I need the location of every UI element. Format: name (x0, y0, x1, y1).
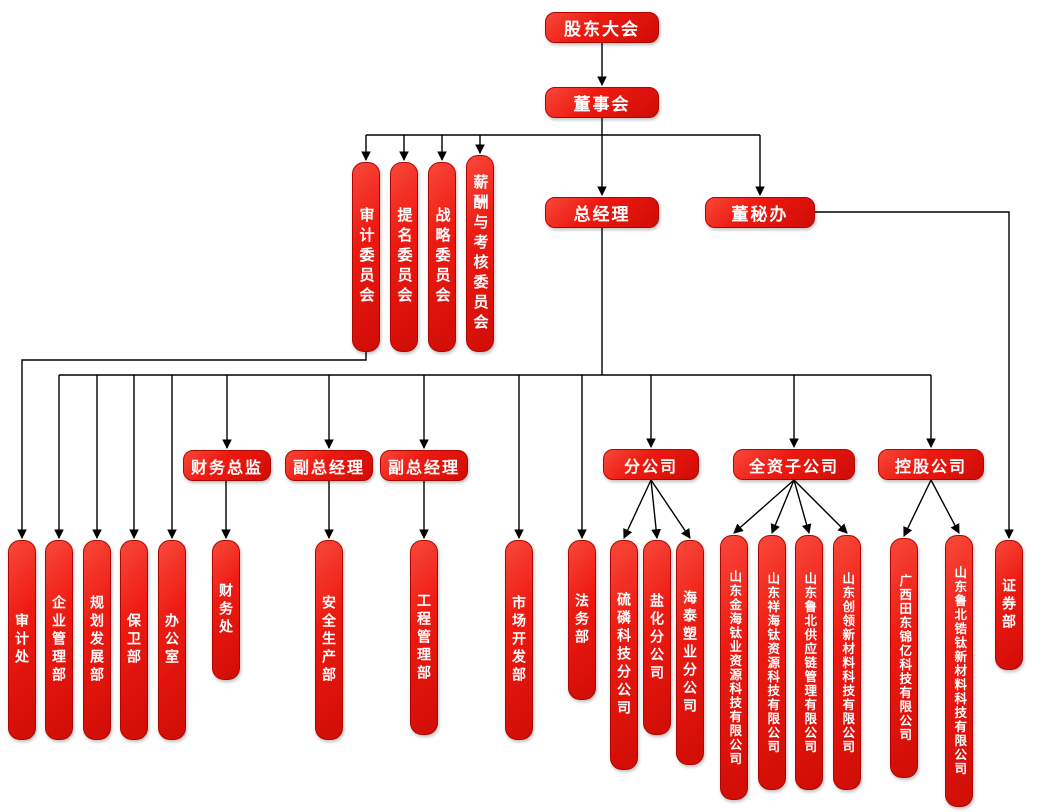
node-label: 战略委员会 (433, 207, 451, 307)
node-label: 山东祥海钛资源科技有限公司 (765, 571, 780, 754)
node-label: 总经理 (573, 205, 631, 224)
node-sulfur-phosphorus-branch: 硫磷科技分公司 (610, 540, 638, 770)
node-security-dept: 保卫部 (120, 540, 148, 740)
node-label: 董事会 (573, 95, 631, 114)
node-label: 盐化分公司 (649, 592, 665, 683)
node-holding-companies: 控股公司 (878, 449, 984, 480)
node-securities-dept: 证券部 (995, 540, 1023, 670)
node-label: 山东创领新材料科技有限公司 (840, 571, 855, 754)
node-label: 财务处 (218, 583, 234, 637)
node-label: 法务部 (574, 593, 590, 647)
node-finance-office: 财务处 (212, 540, 240, 680)
node-nomination-committee: 提名委员会 (390, 162, 418, 352)
node-label: 工程管理部 (416, 592, 432, 683)
node-market-development-dept: 市场开发部 (505, 540, 533, 740)
node-label: 安全生产部 (321, 595, 337, 685)
node-audit-committee: 审计委员会 (352, 162, 380, 352)
node-chuangling-materials-co: 山东创领新材料科技有限公司 (833, 535, 861, 790)
node-wholly-owned-subsidiaries: 全资子公司 (733, 449, 855, 480)
node-general-manager: 总经理 (545, 197, 659, 228)
node-label: 规划发展部 (89, 595, 105, 685)
node-label: 股东大会 (564, 20, 640, 39)
node-label: 市场开发部 (511, 595, 527, 685)
node-label: 分公司 (623, 458, 678, 476)
node-cfo: 财务总监 (183, 450, 271, 481)
node-label: 审计处 (14, 613, 30, 667)
node-label: 全资子公司 (748, 458, 839, 476)
node-safety-production-dept: 安全生产部 (315, 540, 343, 740)
node-label: 董秘办 (731, 205, 789, 224)
node-enterprise-management-dept: 企业管理部 (45, 540, 73, 740)
node-label: 审计委员会 (357, 207, 375, 307)
node-label: 海泰塑业分公司 (682, 589, 698, 716)
node-jinhai-titanium-co: 山东金海钛业资源科技有限公司 (720, 535, 748, 800)
node-xianghai-titanium-co: 山东祥海钛资源科技有限公司 (758, 535, 786, 790)
node-label: 硫磷科技分公司 (616, 592, 632, 718)
node-label: 副总经理 (292, 459, 365, 477)
node-board-of-directors: 董事会 (545, 87, 659, 118)
node-label: 山东鲁北供应链管理有限公司 (802, 571, 817, 754)
node-label: 控股公司 (894, 458, 967, 476)
node-label: 山东金海钛业资源科技有限公司 (727, 569, 742, 766)
node-board-secretary-office: 董秘办 (705, 197, 815, 228)
node-deputy-general-manager-1: 副总经理 (285, 450, 373, 481)
node-label: 办公室 (164, 613, 180, 667)
node-branch-companies: 分公司 (603, 449, 699, 480)
node-label: 山东鲁北锆钛新材料科技有限公司 (952, 566, 967, 776)
node-engineering-management-dept: 工程管理部 (410, 540, 438, 735)
node-remuneration-appraisal-committee: 薪酬与考核委员会 (466, 155, 494, 352)
node-lubei-supply-chain-co: 山东鲁北供应链管理有限公司 (795, 535, 823, 790)
node-label: 财务总监 (190, 459, 263, 477)
node-label: 薪酬与考核委员会 (471, 173, 489, 334)
node-audit-office: 审计处 (8, 540, 36, 740)
node-salt-chemical-branch: 盐化分公司 (643, 540, 671, 735)
node-shareholders-meeting: 股东大会 (545, 12, 659, 43)
node-planning-development-dept: 规划发展部 (83, 540, 111, 740)
node-label: 企业管理部 (51, 595, 67, 685)
node-haitai-plastics-branch: 海泰塑业分公司 (676, 540, 704, 765)
node-strategy-committee: 战略委员会 (428, 162, 456, 352)
node-general-office: 办公室 (158, 540, 186, 740)
node-label: 保卫部 (126, 613, 142, 667)
node-label: 广西田东锦亿科技有限公司 (897, 574, 912, 742)
node-label: 提名委员会 (395, 207, 413, 307)
node-label: 副总经理 (387, 459, 460, 477)
node-legal-dept: 法务部 (568, 540, 596, 700)
node-lubei-zirconium-titanium-co: 山东鲁北锆钛新材料科技有限公司 (945, 535, 973, 807)
node-deputy-general-manager-2: 副总经理 (380, 450, 468, 481)
node-label: 证券部 (1001, 578, 1017, 632)
node-guangxi-jinyi-co: 广西田东锦亿科技有限公司 (890, 538, 918, 778)
